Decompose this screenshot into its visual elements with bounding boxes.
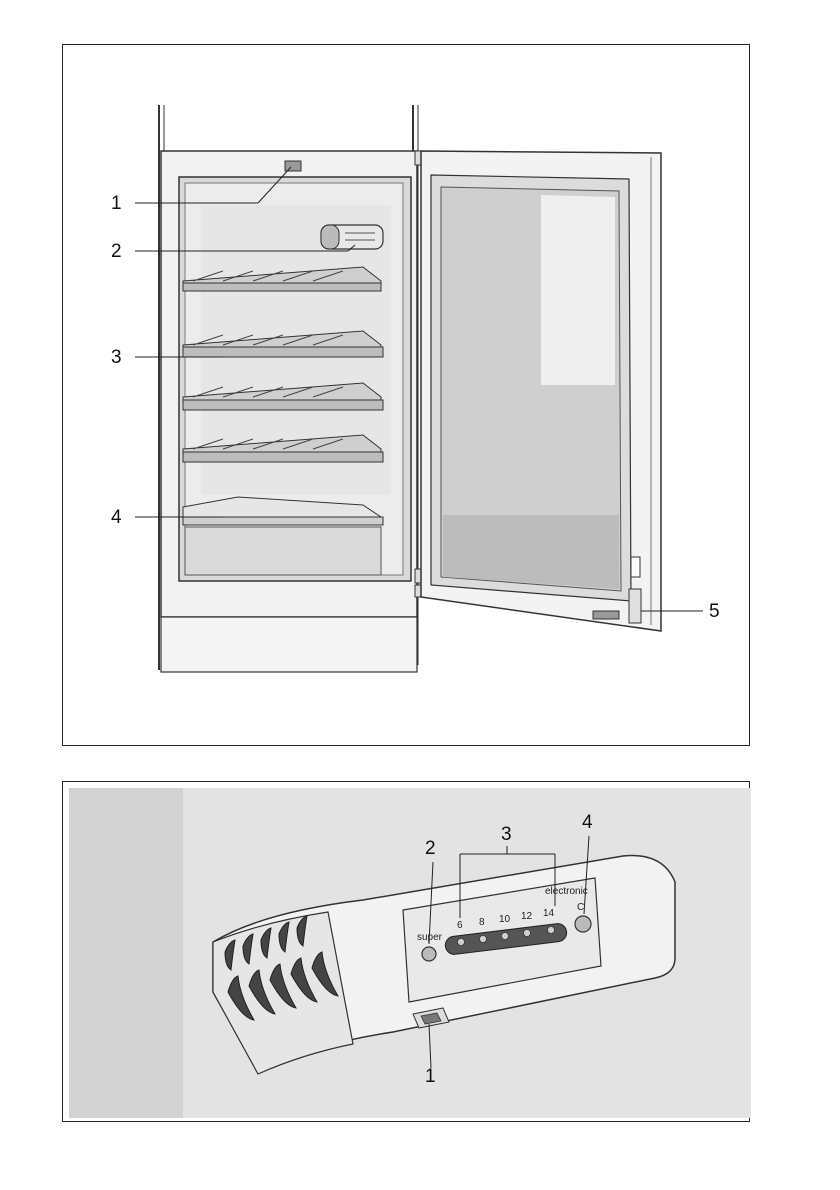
callout-5: 5: [709, 601, 720, 622]
callout-3: 3: [111, 347, 122, 368]
bottom-shelf: [183, 497, 383, 575]
temp-8: 8: [479, 917, 485, 928]
control-unit-graphic: [321, 225, 383, 249]
callout-2: 2: [111, 241, 122, 262]
c-button[interactable]: [575, 916, 591, 932]
brand-text: electronic: [545, 886, 588, 897]
temp-14: 14: [543, 908, 555, 919]
c-label: C: [577, 902, 584, 913]
glass-door: [421, 151, 661, 631]
temp-12: 12: [521, 911, 533, 922]
callout-2: 2: [425, 838, 436, 859]
super-button[interactable]: [422, 947, 436, 961]
callout-4: 4: [111, 507, 122, 528]
temp-10: 10: [499, 914, 511, 925]
callout-4: 4: [582, 812, 593, 833]
fridge-illustration: 1 2 3 4 5: [63, 45, 751, 747]
callout-1: 1: [111, 193, 122, 214]
fridge-figure-panel: 1 2 3 4 5: [62, 44, 750, 746]
callout-1: 1: [425, 1066, 436, 1087]
temp-6: 6: [457, 920, 463, 931]
control-panel-figure: super 6 8 10 12 14 C electronic: [62, 781, 750, 1122]
callout-3: 3: [501, 824, 512, 845]
control-panel-illustration: super 6 8 10 12 14 C electronic: [63, 782, 751, 1123]
